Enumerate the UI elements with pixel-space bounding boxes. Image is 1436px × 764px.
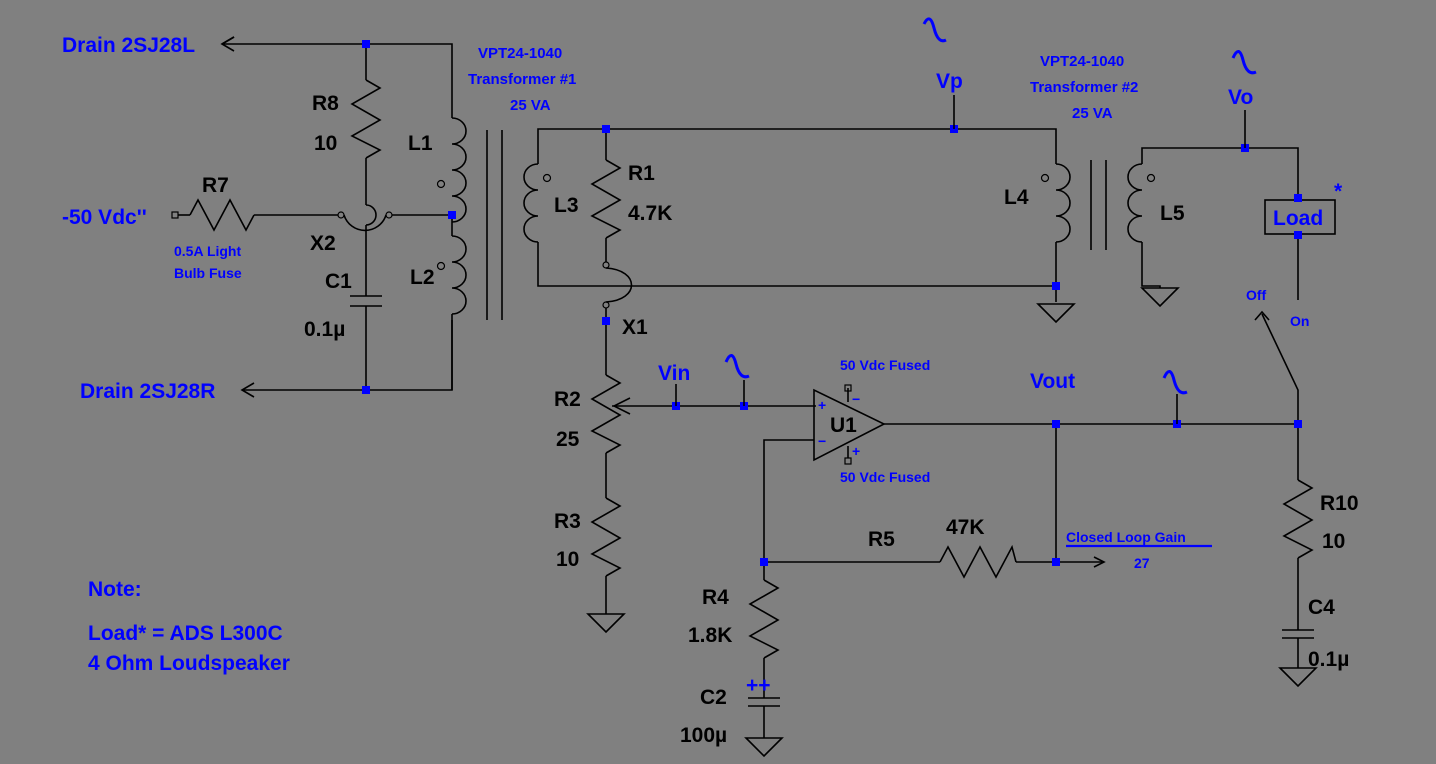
transformer-core-2 xyxy=(1090,160,1107,250)
opamp-minus: − xyxy=(818,433,826,449)
ref-r4: R4 xyxy=(702,586,729,609)
label-t2-name: Transformer #2 xyxy=(1030,79,1138,96)
resistor-r7 xyxy=(171,198,452,232)
value-r7-b: Bulb Fuse xyxy=(174,265,242,281)
label-supply-bottom: 50 Vdc Fused xyxy=(840,469,930,485)
wire-vp xyxy=(606,128,1057,164)
opamp-vplus: − xyxy=(852,391,860,407)
ref-l4: L4 xyxy=(1004,186,1029,209)
note-line2: 4 Ohm Loudspeaker xyxy=(88,652,290,675)
c2-polarity: ++ xyxy=(746,674,771,697)
ref-l3: L3 xyxy=(554,194,579,217)
capacitor-c4 xyxy=(1278,629,1318,688)
capacitor-c2 xyxy=(744,697,784,758)
value-gain: 27 xyxy=(1134,555,1150,571)
label-t2-part: VPT24-1040 xyxy=(1040,53,1124,70)
value-r7-a: 0.5A Light xyxy=(174,243,241,259)
resistor-r8 xyxy=(350,44,382,296)
inductor-l3 xyxy=(523,128,1056,287)
probe-vout xyxy=(1162,370,1188,424)
label-t2-rating: 25 VA xyxy=(1072,105,1113,122)
value-r1: 4.7K xyxy=(628,202,672,225)
inductor-l2 xyxy=(436,215,467,390)
probe-vp xyxy=(922,17,955,129)
ref-r10: R10 xyxy=(1320,492,1359,515)
label-drain-left: Drain 2SJ28L xyxy=(62,34,195,57)
note-title: Note: xyxy=(88,578,142,601)
inductor-l1 xyxy=(436,112,467,223)
value-r8: 10 xyxy=(314,132,337,155)
label-switch-off: Off xyxy=(1246,287,1267,303)
ref-x2: X2 xyxy=(310,232,336,255)
value-r4: 1.8K xyxy=(688,624,732,647)
label-drain-right: Drain 2SJ28R xyxy=(80,380,215,403)
value-c1: 0.1µ xyxy=(304,318,345,341)
value-r10: 10 xyxy=(1322,530,1345,553)
ref-r7: R7 xyxy=(202,174,229,197)
label-t1-rating: 25 VA xyxy=(510,97,551,114)
opamp-plus: + xyxy=(818,397,826,413)
transformer-core-1 xyxy=(486,130,503,320)
value-r2: 25 xyxy=(556,428,580,451)
label-t1-name: Transformer #1 xyxy=(468,71,576,88)
wire-drain-right xyxy=(240,320,453,398)
load-asterisk: * xyxy=(1334,180,1343,203)
note-line1: Load* = ADS L300C xyxy=(88,622,283,645)
potentiometer-r2 xyxy=(590,374,816,498)
opamp-vminus: + xyxy=(852,443,860,459)
label-vout: Vout xyxy=(1030,370,1075,393)
ref-c4: C4 xyxy=(1308,596,1335,619)
junctions xyxy=(362,40,1302,566)
label-t1-part: VPT24-1040 xyxy=(478,45,562,62)
label-switch-on: On xyxy=(1290,313,1309,329)
resistor-r10 xyxy=(1282,424,1314,630)
label-supply-top: 50 Vdc Fused xyxy=(840,357,930,373)
value-c2: 100µ xyxy=(680,724,727,747)
resistor-r5 xyxy=(764,424,1106,579)
ref-l5: L5 xyxy=(1160,202,1185,225)
value-c4: 0.1µ xyxy=(1308,648,1349,671)
ref-x1: X1 xyxy=(622,316,648,339)
ref-c1: C1 xyxy=(325,270,352,293)
capacitor-c1 xyxy=(350,295,382,390)
inductor-l4 xyxy=(1036,163,1076,324)
value-r5: 47K xyxy=(946,516,985,539)
value-r3: 10 xyxy=(556,548,579,571)
inductor-l5 xyxy=(1127,147,1299,308)
ref-l2: L2 xyxy=(410,266,435,289)
ref-r1: R1 xyxy=(628,162,655,185)
ref-r8: R8 xyxy=(312,92,339,115)
label-vp: Vp xyxy=(936,70,963,93)
ref-r5: R5 xyxy=(868,528,895,551)
label-vin: Vin xyxy=(658,362,690,385)
probe-vin xyxy=(724,354,750,406)
label-vo: Vo xyxy=(1228,86,1253,109)
wire-drain-left xyxy=(220,36,453,112)
resistor-r3 xyxy=(586,497,626,634)
switch xyxy=(1254,310,1299,424)
label-load: Load xyxy=(1273,207,1323,230)
ref-u1: U1 xyxy=(830,414,857,437)
ref-c2: C2 xyxy=(700,686,727,709)
ref-l1: L1 xyxy=(408,132,433,155)
ref-r2: R2 xyxy=(554,388,581,411)
label-gain: Closed Loop Gain xyxy=(1066,529,1186,545)
probe-vo xyxy=(1231,50,1257,148)
opamp-u1 xyxy=(763,384,1298,562)
ref-r3: R3 xyxy=(554,510,581,533)
label-supply: -50 Vdc'' xyxy=(62,206,147,229)
